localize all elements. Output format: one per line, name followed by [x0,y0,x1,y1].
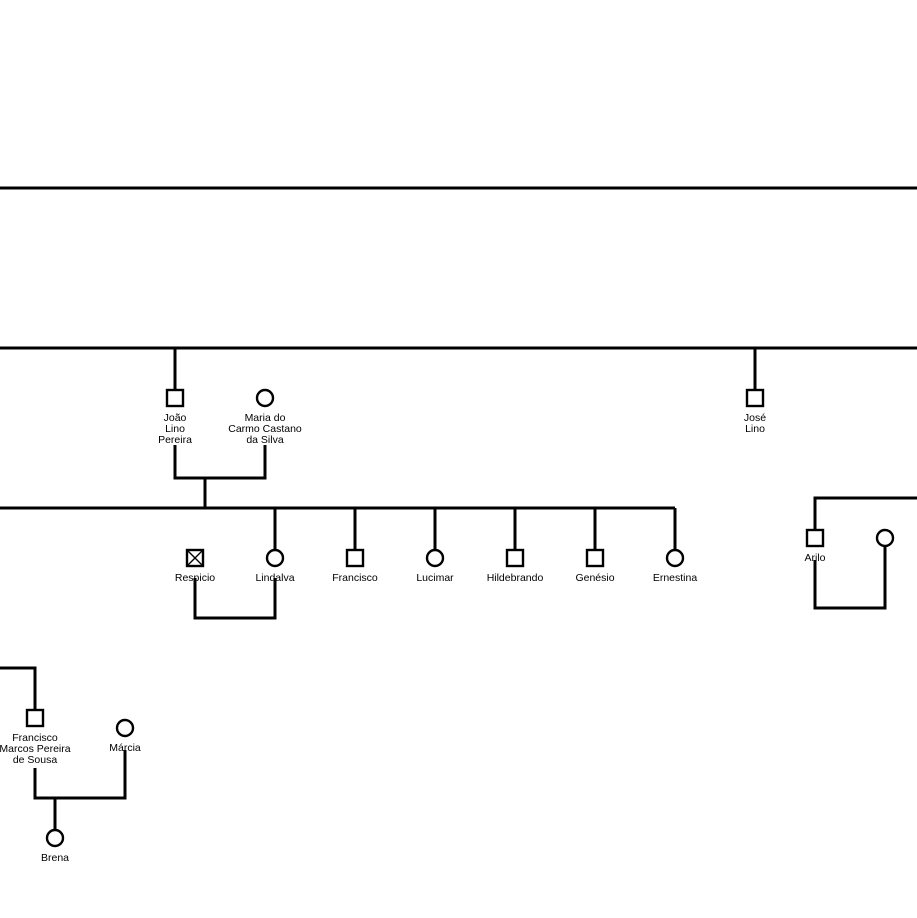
person-name-line: Arilo [804,552,825,564]
male-square-icon [505,548,525,568]
person-brena[interactable]: Brena [41,828,69,864]
person-name-line: Respicio [175,572,215,584]
female-circle-icon [115,718,135,738]
person-name-line: Brena [41,852,69,864]
person-name-line: Lino [745,423,765,435]
connector-lines [0,186,917,830]
person-francisco[interactable]: Francisco [332,548,378,584]
deceased-cross-mark [187,550,203,566]
francisco-marcos-marcia-marriage-line [33,750,127,800]
person-respicio[interactable]: Respicio [175,548,215,584]
person-name-line: José [744,412,766,424]
male-square-icon [165,388,185,408]
arilo-sibship-line [813,496,917,530]
male-square-icon [805,528,825,548]
person-name-line: Genésio [575,572,614,584]
person-lindalva[interactable]: Lindalva [255,548,295,584]
person-name-line: Lindalva [255,572,294,584]
person-name-line: Marcos Pereira [0,743,71,755]
person-hildebrando[interactable]: Hildebrando [487,548,544,584]
person-name-line: Ernestina [653,572,698,584]
person-name-line: Francisco [332,572,378,584]
female-circle-icon [425,548,445,568]
person-name-line: Maria do [245,412,286,424]
female-circle-icon [45,828,65,848]
person-name-line: Márcia [109,742,141,754]
francisco-marcos-sibship-line [0,666,37,710]
male-square-icon [25,708,45,728]
person-name-line: Lino [165,423,185,435]
person-name-line: Francisco [12,732,58,744]
person-jose[interactable]: José Lino [744,388,766,435]
female-circle-icon [265,548,285,568]
arilo-marriage-line [813,546,887,610]
person-ernestina[interactable]: Ernestina [653,548,698,584]
joao-maria-marriage-line [173,445,267,480]
person-arilo-spouse[interactable] [875,528,895,548]
male-square-icon [745,388,765,408]
person-name-line: de Sousa [13,754,58,766]
male-square-icon [585,548,605,568]
person-name-line: Hildebrando [487,572,544,584]
person-maria[interactable]: Maria do Carmo Castano da Silva [228,388,302,446]
person-name-line: João [164,412,187,424]
person-genesio[interactable]: Genésio [575,548,615,584]
female-circle-icon [255,388,275,408]
person-francisco-marcos[interactable]: Francisco Marcos Pereira de Sousa [0,708,71,766]
person-joao[interactable]: João Lino Pereira [158,388,192,446]
male-square-icon [345,548,365,568]
female-circle-icon [875,528,895,548]
person-name-line: Lucimar [416,572,454,584]
person-name-line: Carmo Castano [228,423,302,435]
person-name-line: Pereira [158,434,192,446]
person-marcia[interactable]: Márcia [109,718,141,754]
person-name-line: da Silva [246,434,284,446]
person-lucimar[interactable]: Lucimar [416,548,454,584]
person-arilo[interactable]: Arilo [804,528,826,564]
female-circle-icon [665,548,685,568]
respicio-lindalva-marriage-line [193,578,277,620]
